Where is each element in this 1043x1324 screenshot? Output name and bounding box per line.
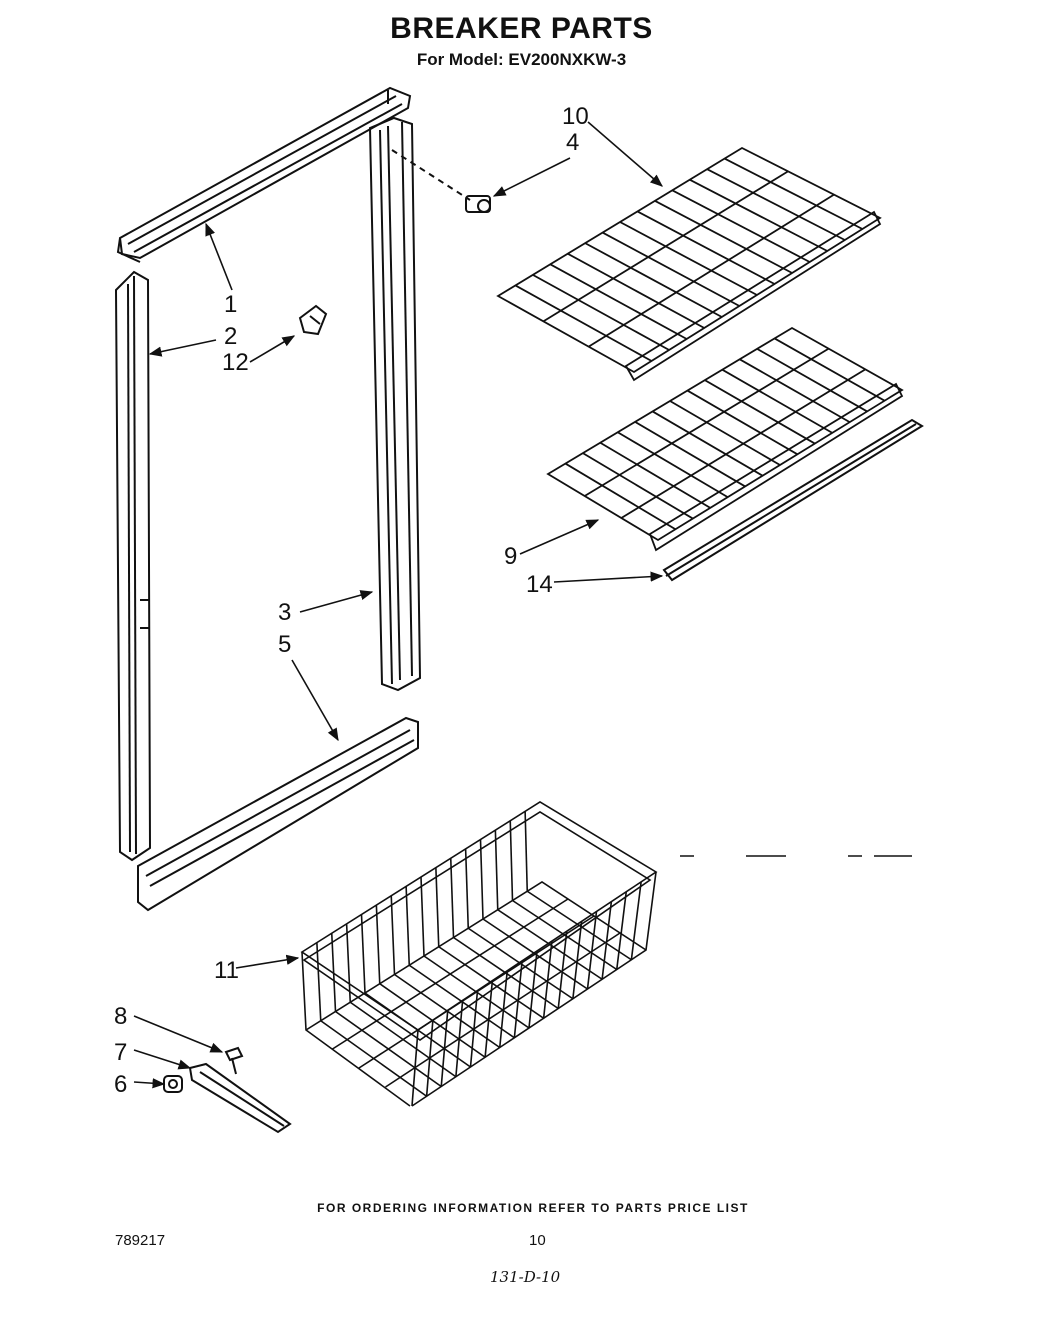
wire-rib [345, 923, 352, 1003]
wire-rib [669, 400, 781, 466]
wire-rib [584, 242, 723, 318]
part-number: 789217 [115, 1232, 166, 1249]
callout-8: 8 [114, 1003, 127, 1030]
callout-7: 7 [114, 1039, 127, 1066]
wire-rib [455, 1000, 464, 1077]
wire-rib [721, 368, 833, 434]
wire-rib [330, 933, 337, 1012]
wire-rib [484, 980, 494, 1058]
callout-3: 3 [278, 599, 291, 626]
wire-rib [360, 914, 366, 994]
wire-rib [464, 848, 470, 929]
wire-rib [689, 178, 828, 252]
wire-rib [634, 421, 746, 488]
model-subtitle: For Model: EV200NXKW-3 [416, 50, 627, 69]
wire-rib [756, 348, 868, 413]
wire-rib [599, 441, 711, 509]
wire-rib [584, 347, 830, 497]
wire-rib [637, 210, 775, 285]
wire-rib [588, 193, 835, 348]
wire-rib [654, 200, 793, 274]
wire-rib [620, 368, 866, 519]
wire-rib [420, 876, 425, 957]
wire-rib [375, 905, 381, 984]
wire-rib [724, 157, 863, 230]
wire-rib [390, 895, 396, 975]
callout-12: 12 [222, 349, 249, 376]
wire-rib [316, 942, 322, 1021]
wire-rib [549, 263, 688, 340]
wire-rib [601, 901, 613, 980]
callout-6: 6 [114, 1071, 127, 1098]
wire-rib [572, 921, 583, 999]
lower-wire-shelf [546, 326, 904, 552]
wire-rib [449, 858, 455, 938]
callout-9: 9 [504, 543, 517, 570]
wire-rib [542, 941, 553, 1019]
callout-11: 11 [214, 957, 239, 984]
wire-rib [524, 811, 529, 892]
wire-rib [686, 389, 798, 456]
handwritten-note: 131-D-10 [490, 1268, 561, 1286]
hinge-hardware [163, 1046, 292, 1134]
callout-1: 1 [224, 291, 237, 318]
leader-lines [133, 121, 664, 1089]
wire-rib [774, 337, 886, 402]
wire-rib [514, 284, 653, 362]
wire-rib [706, 168, 846, 241]
wire-rib [582, 452, 694, 520]
wire-rib [619, 221, 758, 296]
wire-basket [300, 801, 658, 1107]
wire-rib [671, 189, 811, 263]
wire-rib [494, 830, 499, 910]
wire-rib [630, 881, 642, 960]
callout-14: 14 [526, 571, 553, 598]
wire-rib [440, 1010, 449, 1087]
wire-rib [435, 867, 440, 947]
wire-rib [567, 252, 705, 329]
wire-rib [652, 410, 764, 477]
shelf-rail [662, 418, 924, 582]
wire-rib [586, 911, 598, 990]
callout-10: 10 [562, 103, 589, 130]
wire-rib [509, 820, 514, 901]
wire-rib [405, 886, 411, 966]
callout-2: 2 [224, 323, 237, 350]
wire-rib [615, 891, 628, 970]
wire-rib [498, 970, 509, 1048]
wire-rib [557, 931, 568, 1009]
wire-rib [602, 231, 740, 307]
wire-rib [617, 431, 729, 498]
wire-rib [513, 960, 523, 1038]
wire-rib [425, 1020, 434, 1097]
top-breaker-strip [116, 86, 412, 263]
upper-wire-shelf [496, 146, 882, 382]
left-breaker-strip [114, 270, 152, 862]
callout-4: 4 [566, 129, 579, 156]
callout-5: 5 [278, 631, 291, 658]
ordering-note: FOR ORDERING INFORMATION REFER TO PARTS … [317, 1201, 749, 1215]
page-number: 10 [529, 1232, 546, 1249]
wire-rib [479, 839, 484, 920]
wire-rib [358, 915, 595, 1069]
page-title: BREAKER PARTS [390, 12, 653, 45]
clip-part-4 [391, 149, 491, 213]
right-breaker-strip [368, 116, 422, 692]
bottom-breaker-strip [137, 716, 419, 912]
wire-rib [469, 990, 479, 1068]
wire-rib [542, 170, 789, 323]
wire-rib [739, 358, 851, 423]
wire-rib [528, 950, 538, 1029]
clip-part-12 [298, 304, 328, 336]
wire-rib [704, 379, 816, 445]
wire-rib [564, 462, 676, 531]
wire-rib [332, 898, 569, 1050]
wire-rib [532, 274, 670, 351]
